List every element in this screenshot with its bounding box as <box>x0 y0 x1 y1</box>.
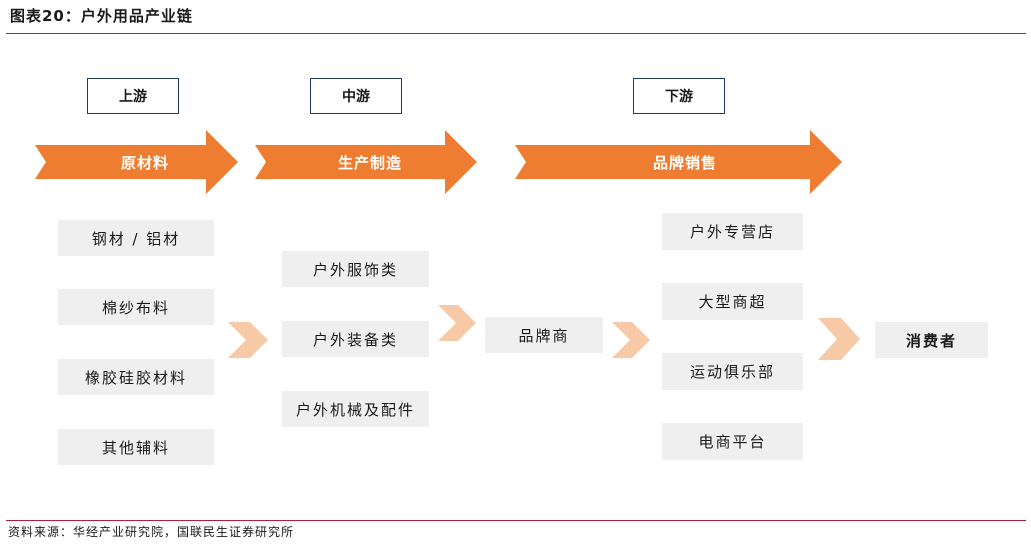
upstream-item-rubber-silicone: 橡胶硅胶材料 <box>58 359 214 395</box>
manufacturing-label: 生产制造 <box>337 153 402 172</box>
consumer: 消费者 <box>875 322 988 358</box>
upstream-item-cotton-fabric: 棉纱布料 <box>58 289 214 325</box>
midstream-item-apparel: 户外服饰类 <box>282 251 429 287</box>
manufacturing-arrow <box>255 130 477 194</box>
channel-outdoor-store: 户外专营店 <box>662 213 803 250</box>
channel-sports-club: 运动俱乐部 <box>662 353 803 390</box>
brand-sales-label: 品牌销售 <box>652 153 717 172</box>
raw-materials-arrow <box>35 130 238 194</box>
stage-upstream: 上游 <box>87 78 179 114</box>
midstream-item-equipment: 户外装备类 <box>282 321 429 357</box>
raw-materials-label: 原材料 <box>120 153 169 172</box>
bottom-divider <box>6 520 1026 521</box>
brand-owner: 品牌商 <box>485 317 603 353</box>
chevron-upstream-to-midstream <box>228 322 268 358</box>
channel-ecommerce: 电商平台 <box>662 423 803 460</box>
top-divider <box>6 33 1026 34</box>
brand-sales-arrow <box>515 130 842 194</box>
figure-title: 图表20：户外用品产业链 <box>10 7 193 25</box>
chevron-brand-to-channels <box>612 322 650 358</box>
chevron-midstream-to-brand <box>438 305 476 341</box>
upstream-item-other-accessories: 其他辅料 <box>58 429 214 465</box>
upstream-item-steel-aluminum: 钢材 / 铝材 <box>58 220 214 256</box>
channel-supermarket: 大型商超 <box>662 283 803 320</box>
midstream-item-machinery: 户外机械及配件 <box>282 391 429 427</box>
chevron-channels-to-consumer <box>818 318 860 360</box>
stage-downstream: 下游 <box>633 78 725 114</box>
source-note: 资料来源：华经产业研究院，国联民生证券研究所 <box>8 525 295 539</box>
stage-midstream: 中游 <box>310 78 402 114</box>
